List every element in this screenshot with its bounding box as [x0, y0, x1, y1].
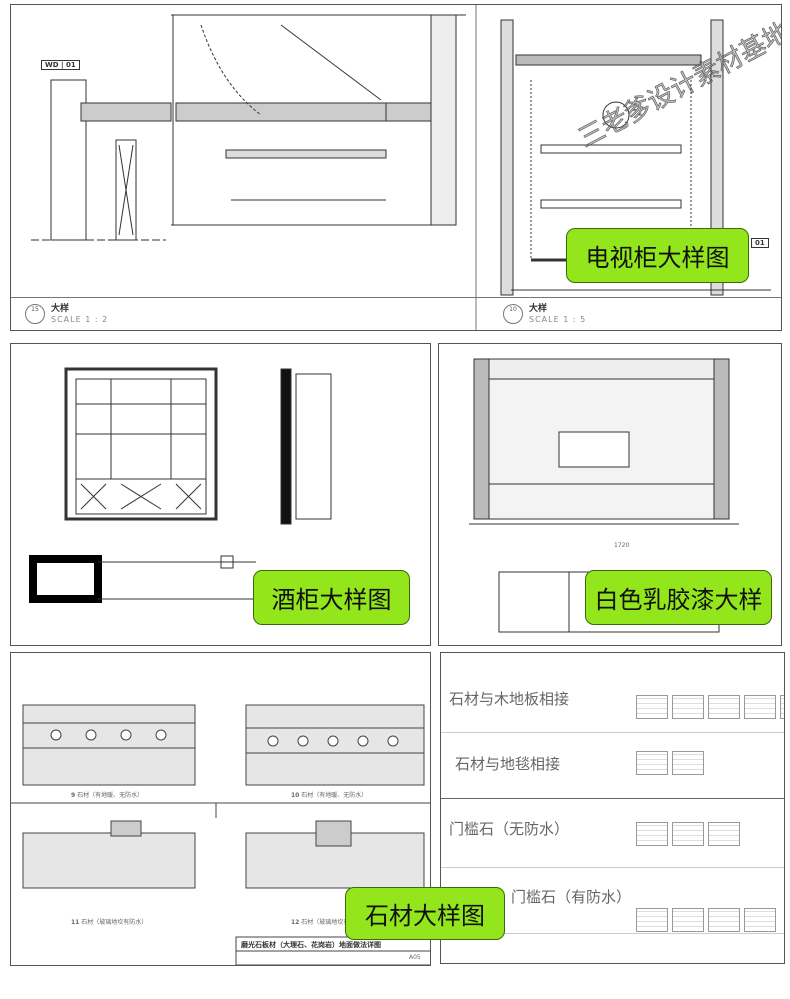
drawing-thumbnail[interactable] [636, 822, 668, 846]
drawing-thumbnail[interactable] [636, 695, 668, 719]
drawing-thumbnail[interactable] [672, 908, 704, 932]
index-row[interactable]: 石材与地毯相接 [441, 733, 784, 799]
tag-code: WD [45, 61, 59, 69]
detail-number-circle: 10 [503, 304, 523, 324]
detail-scale: SCALE 1 : 5 [529, 315, 587, 324]
latex-paint-label: 白色乳胶漆大样 [585, 570, 772, 625]
latex-paint-drawing [469, 358, 739, 633]
index-row[interactable]: 石材与木地板相接 [441, 653, 784, 733]
detail-scale: SCALE 1 : 2 [51, 315, 109, 324]
detail-caption-9: 9 石材（有地暖、无防水） [71, 792, 144, 799]
drawing-thumbnail[interactable] [672, 695, 704, 719]
title-strip: 15 大样 SCALE 1 : 2 10 大样 SCALE 1 : 5 [11, 297, 781, 330]
tv-cabinet-detail-panel: WD | 01 01 三老爹设计素材基地 15 大样 SCALE 1 : 2 1… [10, 4, 782, 331]
index-row[interactable]: 门槛石（无防水） [441, 800, 784, 868]
detail-caption-12: 12 石材（玻璃地坎有 [291, 919, 350, 926]
stone-floor-drawing [11, 704, 430, 965]
stone-detail-label: 石材大样图 [345, 887, 505, 940]
drawing-thumbnail[interactable] [708, 908, 740, 932]
drawing-thumbnail[interactable] [744, 908, 776, 932]
detail-title: 大样 [529, 304, 548, 314]
wd-tag: WD | 01 [41, 60, 80, 70]
detail-caption-11: 11 石材（玻璃地坎有防水） [71, 919, 148, 926]
tv-cabinet-drawing [31, 5, 771, 330]
right-tag: 01 [751, 238, 769, 248]
detail-caption-10: 10 石材（有地暖、无防水） [291, 792, 368, 799]
detail-number-circle: 15 [25, 304, 45, 324]
drawing-thumbnail[interactable] [780, 695, 784, 719]
drawing-thumbnail[interactable] [744, 695, 776, 719]
dimension-label: 1720 [614, 542, 630, 549]
tv-cabinet-label: 电视柜大样图 [566, 228, 749, 283]
drawing-thumbnail[interactable] [708, 822, 740, 846]
wine-cabinet-drawing [29, 367, 332, 603]
index-row-label: 门槛石（有防水） [511, 888, 632, 906]
title-block: 磨光石板材（大理石、花岗岩）地面做法详图 [241, 941, 381, 949]
drawing-thumbnail[interactable] [636, 908, 668, 932]
index-row-label: 石材与地毯相接 [455, 755, 561, 773]
index-row-label: 石材与木地板相接 [449, 690, 570, 708]
drawing-thumbnail[interactable] [636, 751, 668, 775]
detail-title: 大样 [51, 304, 70, 314]
index-row-label: 门槛石（无防水） [449, 820, 570, 838]
index-row[interactable]: 门槛石（有防水） [441, 868, 784, 934]
drawing-thumbnail[interactable] [672, 822, 704, 846]
drawing-thumbnail[interactable] [672, 751, 704, 775]
sheet-number: A05 [409, 954, 421, 961]
drawing-thumbnail[interactable] [708, 695, 740, 719]
wine-cabinet-label: 酒柜大样图 [253, 570, 410, 625]
tag-num: 01 [65, 61, 76, 69]
